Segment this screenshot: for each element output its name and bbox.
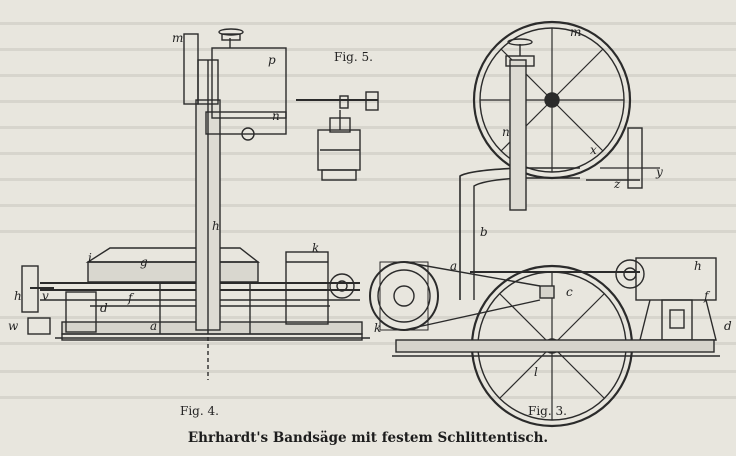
fig3-label: Fig. 3.	[528, 404, 567, 418]
fig3-letter-f: f	[703, 289, 711, 303]
bleed-through-line	[0, 22, 736, 25]
fig5-letter-n: n	[272, 109, 280, 123]
bleed-through-line	[0, 100, 736, 103]
bleed-through-line	[0, 74, 736, 77]
fig3-letter-a: a	[450, 259, 457, 273]
fig3-letter-k: k	[374, 321, 381, 335]
fig5-letter-p: p	[268, 53, 276, 67]
fig4-letter-f: f	[127, 291, 135, 305]
fig4-letter-a: a	[150, 319, 157, 333]
bleed-through-line	[0, 396, 736, 399]
fig4-letter-i: i	[88, 251, 92, 265]
fig4-letter-m: m	[172, 31, 183, 45]
bleed-through-line	[0, 370, 736, 373]
fig4-drawing	[21, 28, 370, 380]
bleed-through-line	[0, 316, 736, 319]
figure-caption: Ehrhardt's Bandsäge mit festem Schlitten…	[187, 430, 549, 446]
bleed-through-line	[0, 342, 736, 345]
fig4-letter-d: d	[100, 301, 108, 315]
fig3-letter-x: x	[590, 143, 597, 157]
fig4-letter-w: w	[8, 319, 19, 333]
fig4-letter-g: g	[140, 255, 148, 269]
fig3-letter-n: n	[502, 125, 510, 139]
fig3-drawing	[369, 20, 720, 428]
fig4-letter-h: h	[212, 219, 220, 233]
fig4-label: Fig. 4.	[180, 404, 219, 418]
fig5-label: Fig. 5.	[334, 50, 373, 64]
fig3-letter-z: z	[613, 177, 621, 191]
bleed-through-line	[0, 178, 736, 181]
fig3-letter-b: b	[480, 225, 488, 239]
fig3-letter-l: l	[534, 365, 538, 379]
bleed-through-line	[0, 126, 736, 129]
fig3-letter-c: c	[566, 285, 573, 299]
fig4-letter-h2: h	[14, 289, 22, 303]
fig4-letter-k: k	[312, 241, 319, 255]
fig4-letter-v: v	[42, 289, 49, 303]
fig5-drawing	[296, 91, 379, 181]
fig3-letter-h: h	[694, 259, 702, 273]
fig3-letter-m: m	[570, 25, 581, 39]
bleed-through-line	[0, 48, 736, 51]
fig3-letter-y: y	[655, 165, 663, 179]
bleed-through-line	[0, 204, 736, 207]
bleed-through-line	[0, 230, 736, 233]
fig3-letter-d: d	[724, 319, 732, 333]
bleed-through-line	[0, 152, 736, 155]
